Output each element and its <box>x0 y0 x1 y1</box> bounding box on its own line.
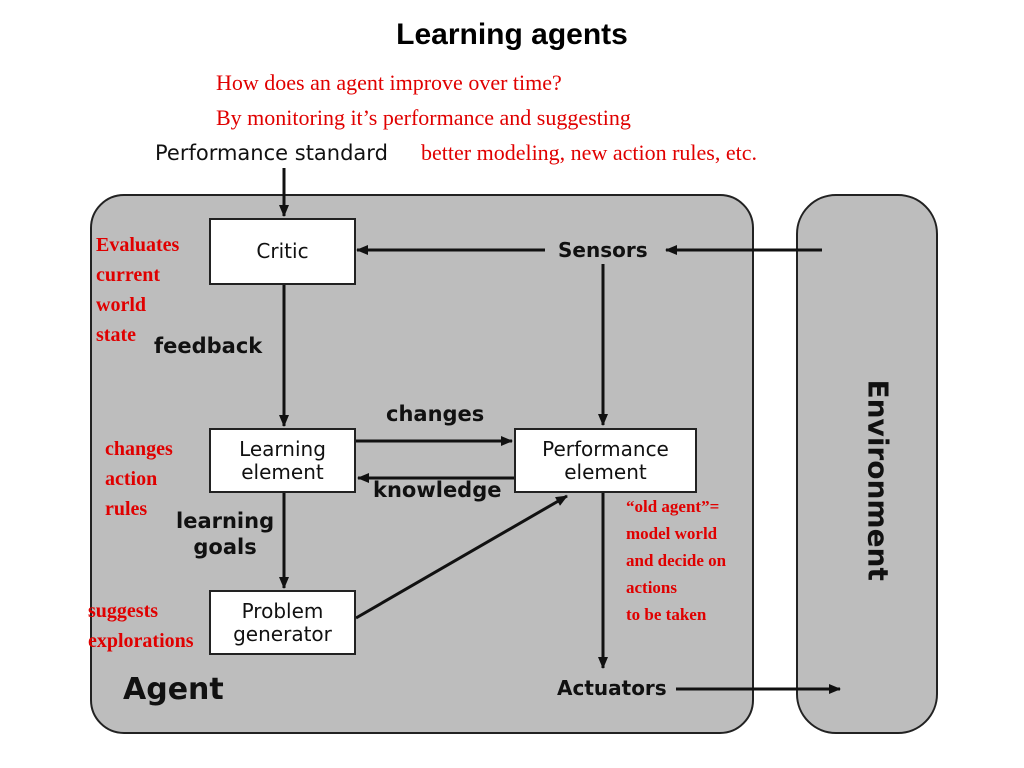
slide-title: Learning agents <box>396 18 628 51</box>
intro-line-1: How does an agent improve over time? <box>216 70 562 95</box>
environment-label: Environment <box>861 379 895 581</box>
critic-annotation: Evaluates current world state <box>96 230 179 350</box>
intro-line-3: better modeling, new action rules, etc. <box>421 140 757 165</box>
critic-annotation-line-3: world <box>96 294 146 316</box>
generator-to-performance-arrow <box>355 494 568 620</box>
performance-element-box: Performance element <box>514 428 697 493</box>
problem-generator-box: Problem generator <box>209 590 356 655</box>
learning-annotation: changes action rules <box>105 434 173 524</box>
learning-annotation-line-1: changes <box>105 438 173 460</box>
changes-label: changes <box>386 402 485 426</box>
performance-standard-label: Performance standard <box>155 141 388 165</box>
performance-annotation: “old agent”= model world and decide on a… <box>626 493 726 628</box>
generator-annotation-line-2: explorations <box>88 630 194 652</box>
problem-generator-label-2: generator <box>233 621 332 646</box>
critic-annotation-line-4: state <box>96 324 136 346</box>
learning-element-box: Learning element <box>209 428 356 493</box>
agent-label: Agent <box>123 672 224 707</box>
performance-annotation-line-5: to be taken <box>626 605 707 624</box>
knowledge-label: knowledge <box>373 478 502 502</box>
critic-annotation-line-1: Evaluates <box>96 234 180 256</box>
performance-element-label-2: element <box>564 459 647 484</box>
learning-annotation-line-3: rules <box>105 498 148 520</box>
sensors-label: Sensors <box>556 238 650 262</box>
learning-goals-line-2: goals <box>193 535 257 559</box>
critic-label: Critic <box>256 239 309 263</box>
generator-annotation-line-1: suggests <box>88 600 159 622</box>
performance-annotation-line-1: “old agent”= <box>626 497 720 516</box>
learning-element-label-2: element <box>241 459 324 484</box>
problem-generator-label-1: Problem <box>241 598 324 623</box>
performance-element-label-1: Performance <box>542 436 669 461</box>
critic-box: Critic <box>209 218 356 285</box>
feedback-label: feedback <box>154 334 263 358</box>
learning-element-label-1: Learning <box>239 436 326 461</box>
performance-annotation-line-2: model world <box>626 524 718 543</box>
generator-annotation: suggests explorations <box>88 596 194 656</box>
intro-line-2: By monitoring it’s performance and sugge… <box>216 105 631 130</box>
environment-panel <box>796 194 938 734</box>
actuators-label: Actuators <box>555 676 669 700</box>
learning-goals-line-1: learning <box>176 509 275 533</box>
performance-annotation-line-3: and decide on <box>626 551 727 570</box>
performance-annotation-line-4: actions <box>626 578 677 597</box>
learning-goals-label: learning goals <box>176 508 274 560</box>
learning-annotation-line-2: action <box>105 468 158 490</box>
critic-annotation-line-2: current <box>96 264 161 286</box>
